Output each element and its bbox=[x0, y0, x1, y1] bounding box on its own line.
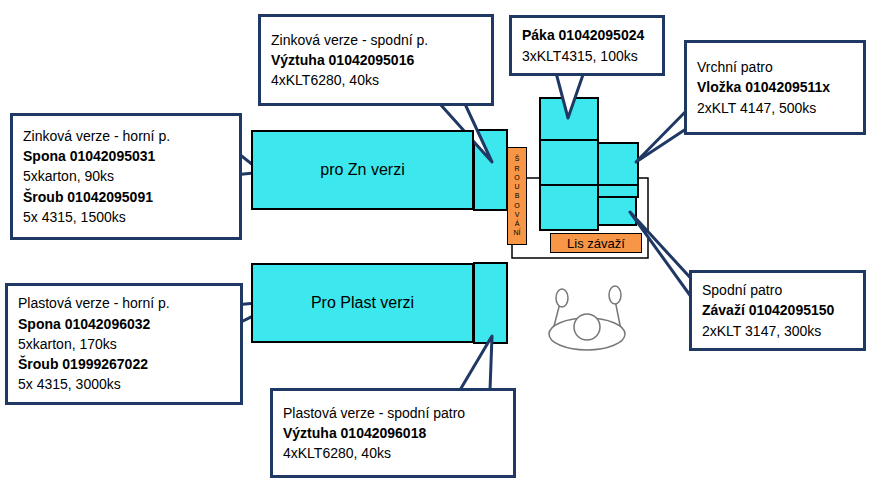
node-text: Plastová verze - spodní patro bbox=[283, 403, 503, 423]
part-number: Výztuha 01042095016 bbox=[271, 50, 481, 70]
node-text: Zinková verze - horní p. bbox=[23, 126, 229, 146]
callout-box: Spodní patroZávaží 010420951502xKLT 3147… bbox=[689, 270, 866, 351]
part-number: Výztuha 01042096018 bbox=[283, 423, 503, 443]
callout-box: Zinková verze - horní p.Spona 0104209503… bbox=[10, 113, 242, 240]
node-text: 5xkarton, 90ks bbox=[23, 166, 229, 186]
part-number: Vložka 0104209511x bbox=[697, 77, 853, 97]
node-text: 2xKLT 4147, 500ks bbox=[697, 98, 853, 118]
node-text: Pro Plast verzi bbox=[311, 294, 414, 312]
node-text: Vrchní patro bbox=[697, 57, 853, 77]
node-text: 2xKLT 3147, 300ks bbox=[702, 321, 853, 341]
shelf-box: Pro Plast verzi bbox=[251, 263, 474, 343]
node-text: Zinková verze - spodní p. bbox=[271, 30, 481, 50]
part-number: Šroub 01999267022 bbox=[18, 354, 230, 374]
callout-box: Plastová verze - horní p.Spona 010420960… bbox=[5, 283, 243, 405]
part-number: Spona 01042095031 bbox=[23, 146, 229, 166]
shelf-box: pro Zn verzi bbox=[251, 130, 474, 210]
node-text: Spodní patro bbox=[702, 280, 853, 300]
node-text: 4xKLT6280, 40ks bbox=[271, 70, 481, 90]
node-text: pro Zn verzi bbox=[320, 161, 404, 179]
node-text: 5x 4315, 1500ks bbox=[23, 207, 229, 227]
callout-box: Plastová verze - spodní patroVýztuha 010… bbox=[270, 388, 516, 478]
part-number: Šroub 01042095091 bbox=[23, 187, 229, 207]
node-text: Lis závaží bbox=[567, 236, 625, 251]
callout-tails bbox=[234, 69, 697, 390]
node-text: Plastová verze - horní p. bbox=[18, 293, 230, 313]
node-text: ŠROUBOVÁNÍ bbox=[514, 154, 521, 237]
callout-box: Vrchní patroVložka 0104209511x2xKLT 4147… bbox=[684, 40, 866, 135]
part-number: Spona 01042096032 bbox=[18, 314, 230, 334]
node-text: 5x 4315, 3000ks bbox=[18, 374, 230, 394]
callout-box: Páka 010420950243xKLT4315, 100ks bbox=[509, 15, 665, 76]
part-number: Závaží 01042095150 bbox=[702, 300, 853, 320]
press-box: Lis závaží bbox=[550, 233, 642, 253]
callout-box: Zinková verze - spodní p.Výztuha 0104209… bbox=[258, 14, 494, 106]
table-outline bbox=[512, 178, 648, 258]
station-box: ŠROUBOVÁNÍ bbox=[507, 147, 527, 245]
shelf-boxes bbox=[474, 98, 638, 343]
node-text: 3xKLT4315, 100ks bbox=[522, 46, 652, 66]
node-text: 5xkarton, 170ks bbox=[18, 334, 230, 354]
node-text: 4xKLT6280, 40ks bbox=[283, 443, 503, 463]
operator-figure bbox=[549, 286, 625, 350]
part-number: Páka 01042095024 bbox=[522, 25, 652, 45]
